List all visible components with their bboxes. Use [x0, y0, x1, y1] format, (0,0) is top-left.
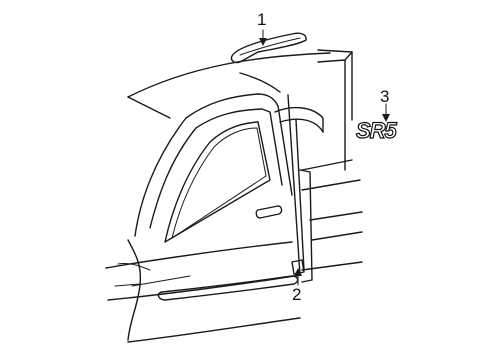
part-2-pillar-trim — [291, 259, 305, 275]
callout-2: 2 — [292, 285, 301, 304]
sr5-badge-text: SR5 — [356, 118, 398, 143]
callout-3: 3 — [380, 87, 389, 106]
door-outline — [105, 93, 363, 343]
callout-1: 1 — [257, 10, 266, 29]
part-3-sr5-badge: SR5 — [355, 117, 399, 143]
callout-leaders — [259, 29, 390, 286]
